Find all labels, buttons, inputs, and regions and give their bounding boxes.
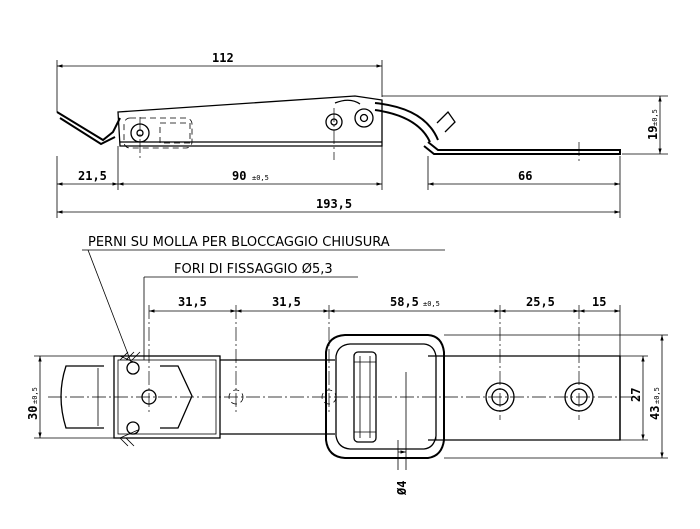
dim-31-5-first: 31,5 bbox=[178, 295, 207, 309]
dim-width-left: 30 bbox=[26, 406, 40, 420]
plan-plate bbox=[428, 355, 621, 441]
note-fixing-holes: FORI DI FISSAGGIO Ø5,3 bbox=[174, 262, 333, 277]
note-spring-pins: PERNI SU MOLLA PER BLOCCAGGIO CHIUSURA bbox=[88, 235, 390, 250]
side-hook bbox=[56, 111, 121, 142]
plan-hook bbox=[60, 365, 104, 429]
dim-middle-tol: ±0,5 bbox=[252, 174, 269, 182]
dim-overall-top: 112 bbox=[212, 51, 234, 65]
spring-pin-bottom bbox=[126, 421, 140, 435]
dim-overall-width: 43 bbox=[648, 406, 662, 420]
lever-body bbox=[117, 95, 383, 147]
dim-58-5-tol: ±0,5 bbox=[423, 300, 440, 308]
dim-width-right: 27 bbox=[629, 388, 643, 402]
dim-25-5: 25,5 bbox=[526, 295, 555, 309]
plan-view: 31,5 31,5 58,5 ±0,5 25,5 15 30 ±0,5 27 4… bbox=[26, 295, 668, 496]
side-plate bbox=[423, 141, 621, 155]
dim-overall-bottom: 193,5 bbox=[316, 197, 352, 211]
side-view: 112 21,5 90 ±0,5 66 193,5 19 ±0,5 bbox=[56, 51, 668, 218]
buckle-frame bbox=[325, 334, 445, 459]
notes: PERNI SU MOLLA PER BLOCCAGGIO CHIUSURA F… bbox=[82, 235, 445, 363]
dim-15: 15 bbox=[592, 295, 606, 309]
dim-58-5: 58,5 bbox=[390, 295, 419, 309]
dim-middle-segment: 90 bbox=[232, 169, 246, 183]
dim-31-5-second: 31,5 bbox=[272, 295, 301, 309]
dim-height-tol: ±0,5 bbox=[651, 109, 659, 126]
buckle-roller bbox=[353, 351, 377, 443]
dim-wire-dia: Ø4 bbox=[395, 481, 409, 496]
dim-left-segment: 21,5 bbox=[78, 169, 107, 183]
dim-height: 19 bbox=[646, 126, 660, 140]
dim-overall-width-tol: ±0,5 bbox=[653, 387, 661, 404]
dim-width-left-tol: ±0,5 bbox=[31, 387, 39, 404]
dim-right-segment: 66 bbox=[518, 169, 532, 183]
